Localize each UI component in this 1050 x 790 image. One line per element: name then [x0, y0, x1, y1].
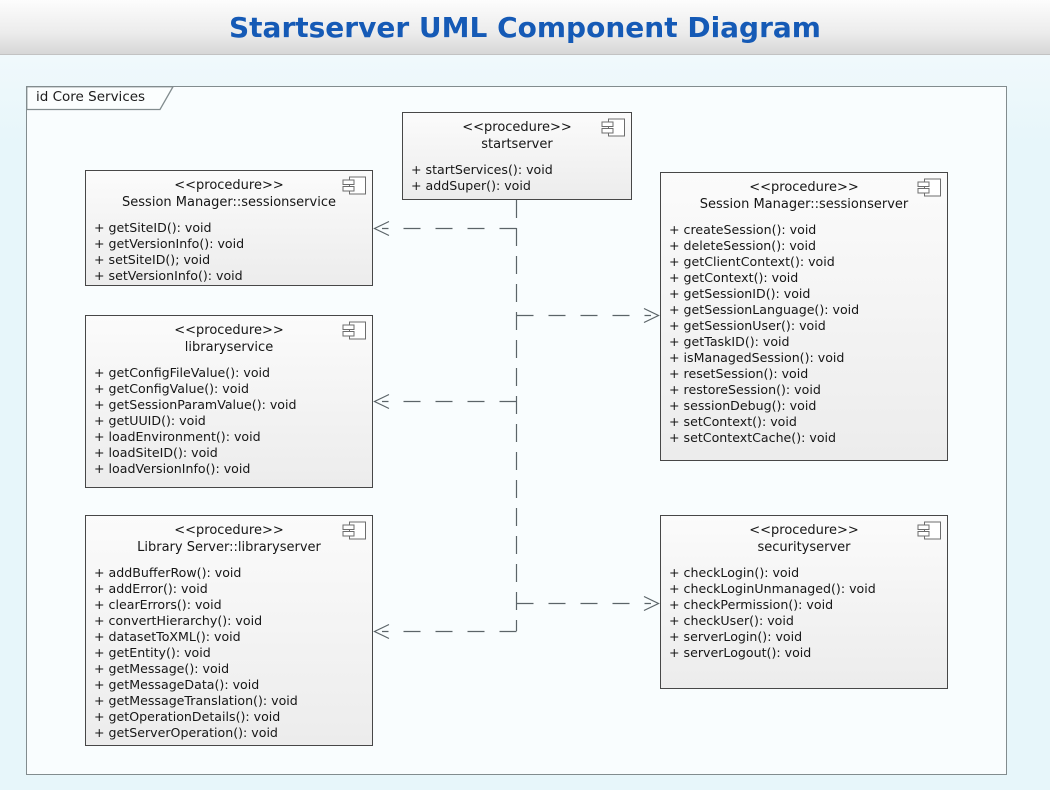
component-header: <<procedure>> libraryservice — [86, 316, 372, 356]
method-item: + getEntity(): void — [94, 645, 211, 660]
method-item: + addBufferRow(): void — [94, 565, 242, 580]
method-item: + clearErrors(): void — [94, 597, 222, 612]
method-item: + serverLogout(): void — [669, 645, 812, 660]
component-securityserver[interactable]: <<procedure>> securityserver + checkLogi… — [660, 515, 948, 689]
method-item: + getConfigValue(): void — [94, 381, 249, 396]
component-startserver[interactable]: <<procedure>> startserver + startService… — [402, 112, 632, 200]
frame-label: id Core Services — [36, 89, 146, 105]
method-list: + getSiteID(): void+ getVersionInfo(): v… — [86, 211, 372, 284]
component-icon — [917, 178, 941, 197]
method-item: + serverLogin(): void — [669, 629, 803, 644]
method-item: + getSiteID(): void — [94, 220, 212, 235]
method-item: + deleteSession(): void — [669, 238, 817, 253]
component-name: libraryservice — [184, 339, 274, 355]
method-item: + setContextCache(): void — [669, 430, 837, 445]
method-item: + getSessionLanguage(): void — [669, 302, 860, 317]
component-icon — [342, 521, 366, 540]
method-item: + datasetToXML(): void — [94, 629, 241, 644]
method-item: + resetSession(): void — [669, 366, 809, 381]
component-name: startserver — [481, 136, 553, 152]
component-stereotype: <<procedure>> — [749, 523, 859, 538]
method-item: + getMessageTranslation(): void — [94, 693, 298, 708]
component-stereotype: <<procedure>> — [462, 120, 572, 135]
component-libraryserver[interactable]: <<procedure>> Library Server::libraryser… — [85, 515, 373, 746]
component-stereotype: <<procedure>> — [174, 178, 284, 193]
frame-tab-shape — [26, 86, 175, 111]
component-stereotype: <<procedure>> — [174, 323, 284, 338]
method-item: + startServices(): void — [411, 162, 553, 177]
frame-label-tab: id Core Services — [26, 86, 182, 111]
method-item: + convertHierarchy(): void — [94, 613, 263, 628]
method-item: + loadEnvironment(): void — [94, 429, 261, 444]
method-item: + getVersionInfo(): void — [94, 236, 245, 251]
method-item: + restoreSession(): void — [669, 382, 821, 397]
method-item: + isManagedSession(): void — [669, 350, 845, 365]
method-list: + getConfigFileValue(): void+ getConfigV… — [86, 356, 372, 477]
method-item: + getSessionID(): void — [669, 286, 811, 301]
component-icon — [342, 176, 366, 195]
component-header: <<procedure>> Session Manager::sessionse… — [86, 171, 372, 211]
method-item: + checkLogin(): void — [669, 565, 800, 580]
method-item: + setSiteID(); void — [94, 252, 211, 267]
method-item: + checkUser(): void — [669, 613, 794, 628]
method-list: + createSession(): void+ deleteSession()… — [661, 213, 947, 446]
component-stereotype: <<procedure>> — [749, 180, 859, 195]
component-sessionserver[interactable]: <<procedure>> Session Manager::sessionse… — [660, 172, 948, 461]
method-list: + startServices(): void+ addSuper(): voi… — [403, 153, 631, 194]
method-item: + getMessage(): void — [94, 661, 230, 676]
method-item: + getUUID(): void — [94, 413, 206, 428]
method-item: + addError(): void — [94, 581, 208, 596]
method-item: + getSessionUser(): void — [669, 318, 826, 333]
component-icon — [342, 321, 366, 340]
method-item: + getOperationDetails(): void — [94, 709, 281, 724]
method-item: + getConfigFileValue(): void — [94, 365, 271, 380]
method-item: + getClientContext(): void — [669, 254, 835, 269]
method-item: + loadSiteID(): void — [94, 445, 218, 460]
component-name: securityserver — [757, 539, 851, 555]
component-name: Session Manager::sessionserver — [699, 196, 909, 212]
component-stereotype: <<procedure>> — [174, 523, 284, 538]
component-libraryservice[interactable]: <<procedure>> libraryservice + getConfig… — [85, 315, 373, 488]
method-item: + loadVersionInfo(): void — [94, 461, 251, 476]
method-item: + addSuper(): void — [411, 178, 531, 193]
component-name: Session Manager::sessionservice — [122, 194, 336, 210]
component-header: <<procedure>> Library Server::libraryser… — [86, 516, 372, 556]
component-icon — [917, 521, 941, 540]
method-item: + createSession(): void — [669, 222, 817, 237]
method-item: + getTaskID(): void — [669, 334, 790, 349]
component-header: <<procedure>> startserver — [403, 113, 631, 153]
method-list: + checkLogin(): void+ checkLoginUnmanage… — [661, 556, 947, 661]
page-header: Startserver UML Component Diagram — [0, 0, 1050, 55]
component-icon — [601, 118, 625, 137]
method-item: + getSessionParamValue(): void — [94, 397, 297, 412]
component-sessionservice[interactable]: <<procedure>> Session Manager::sessionse… — [85, 170, 373, 286]
method-item: + getContext(): void — [669, 270, 799, 285]
component-header: <<procedure>> Session Manager::sessionse… — [661, 173, 947, 213]
page-title: Startserver UML Component Diagram — [229, 10, 821, 44]
method-item: + setVersionInfo(): void — [94, 268, 243, 283]
component-header: <<procedure>> securityserver — [661, 516, 947, 556]
method-item: + setContext(): void — [669, 414, 797, 429]
method-item: + checkLoginUnmanaged(): void — [669, 581, 876, 596]
method-list: + addBufferRow(): void+ addError(): void… — [86, 556, 372, 741]
component-name: Library Server::libraryserver — [137, 539, 321, 555]
method-item: + getServerOperation(): void — [94, 725, 278, 740]
method-item: + checkPermission(): void — [669, 597, 834, 612]
method-item: + getMessageData(): void — [94, 677, 260, 692]
method-item: + sessionDebug(): void — [669, 398, 817, 413]
